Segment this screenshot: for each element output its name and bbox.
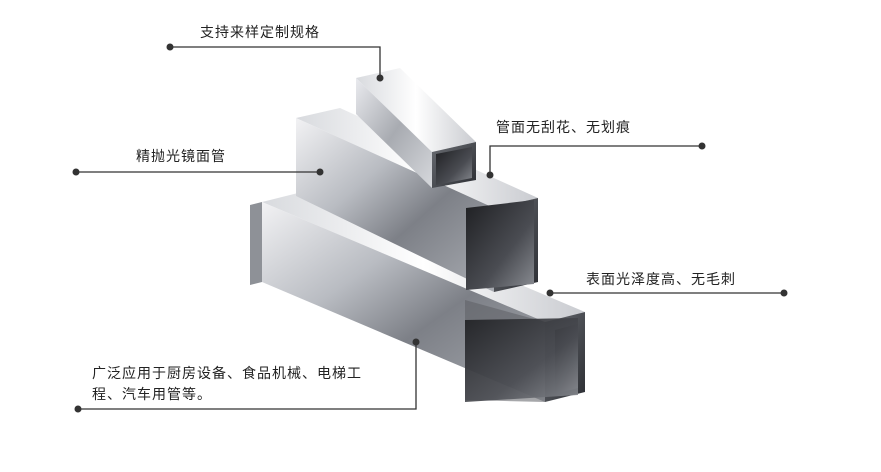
label-applications-line2: 程、汽车用管等。 <box>92 387 212 403</box>
callout-dot-custom-specs-end <box>376 74 384 82</box>
callout-line-custom-specs <box>170 46 381 76</box>
callout-dot-high-gloss-start <box>546 289 554 297</box>
label-high-gloss: 表面光泽度高、无毛刺 <box>586 272 736 288</box>
label-mirror-polished: 精抛光镜面管 <box>136 149 226 165</box>
label-no-scratches: 管面无刮花、无划痕 <box>496 120 631 136</box>
callout-dots <box>72 43 788 413</box>
callout-dot-applications-end <box>412 338 420 346</box>
label-applications-line1: 广泛应用于厨房设备、食品机械、电梯工 <box>92 366 362 382</box>
callout-lines <box>76 46 784 410</box>
callout-dot-no-scratches-start <box>486 171 494 179</box>
callout-line-applications <box>78 342 417 410</box>
callout-dot-mirror-start <box>72 168 80 176</box>
medium-square-tube <box>296 108 538 292</box>
small-square-tube <box>356 68 476 188</box>
callout-line-no-scratches <box>489 145 702 175</box>
label-custom-specs: 支持来样定制规格 <box>200 25 320 41</box>
callout-dot-no-scratches-end <box>698 142 706 150</box>
callout-dot-applications-start <box>74 405 82 413</box>
callout-dot-custom-specs-start <box>166 43 174 51</box>
callout-dot-high-gloss-end <box>780 289 788 297</box>
callout-dot-mirror-end <box>316 168 324 176</box>
